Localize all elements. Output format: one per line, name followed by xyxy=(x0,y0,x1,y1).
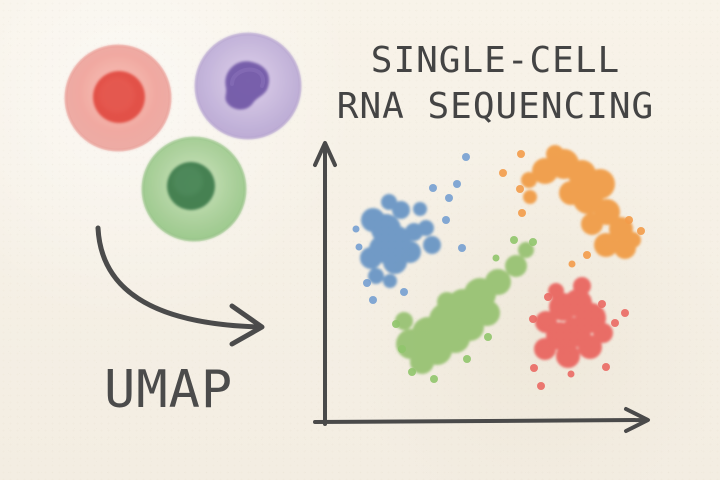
orange-cluster xyxy=(499,145,645,268)
umap-label: UMAP xyxy=(104,360,234,420)
purple-cell-icon xyxy=(194,32,302,140)
umap-axes xyxy=(313,141,650,433)
curved-arrow-icon xyxy=(95,225,265,347)
diagram-title: SINGLE-CELL RNA SEQUENCING xyxy=(328,38,663,130)
red-cluster xyxy=(529,277,629,390)
green-cluster xyxy=(392,236,537,383)
title-line-2: RNA SEQUENCING xyxy=(336,86,655,127)
red-cell-icon xyxy=(64,44,172,152)
blue-cluster xyxy=(352,153,470,304)
green-cell-icon xyxy=(141,136,247,242)
title-line-1: SINGLE-CELL xyxy=(370,40,621,81)
